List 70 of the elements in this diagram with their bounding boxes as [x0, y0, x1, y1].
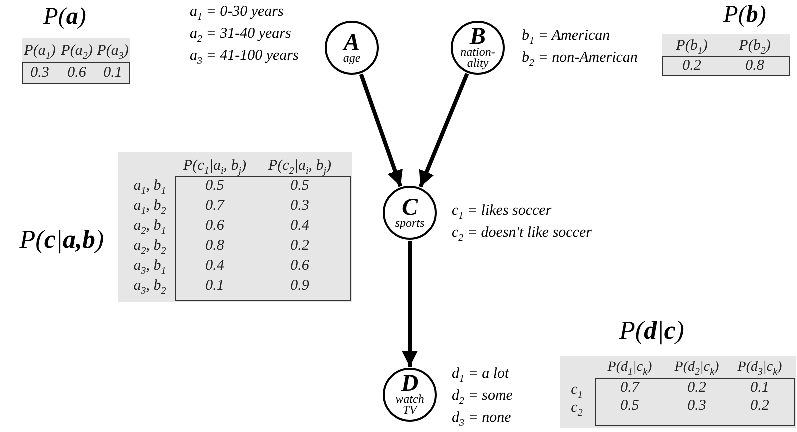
table-cell: 0.2: [682, 58, 702, 74]
table-title: P(a): [44, 4, 86, 31]
node-circle: [383, 368, 437, 422]
state-definition: d$_{1}$ = a lot: [452, 366, 510, 387]
table-cell: 0.8: [746, 58, 764, 74]
table-cell: 0.3: [30, 65, 50, 81]
node-label: age: [342, 52, 362, 64]
node-circle: [383, 186, 437, 240]
table-cell: 0.5: [206, 178, 224, 194]
table-cell-text: P(b$_{2}$): [739, 38, 771, 59]
table-cell-text: P(b$_{1}$): [676, 38, 708, 59]
table-cell: 0.3: [290, 198, 310, 214]
table-cell-text: P(a$_{3}$): [97, 43, 129, 64]
table-title: P(c|a,b): [20, 225, 104, 255]
node-letter: A: [344, 32, 360, 52]
table-cell: 0.1: [206, 278, 224, 294]
table-cell-text: P(a$_{1}$): [24, 43, 56, 64]
table-cell-text: P(d$_{3}$|c$_{k}$): [738, 360, 782, 380]
table-cell: 0.6: [290, 258, 310, 274]
table-cell: 0.2: [688, 380, 706, 396]
table-cell-text: c$_{2}$: [571, 400, 583, 421]
arrow: [359, 74, 403, 188]
table-cell: 0.7: [620, 380, 640, 396]
table-cell-text: P(d$_{1}$|c$_{k}$): [608, 360, 652, 380]
node-letter: D: [401, 374, 419, 394]
table-cell: 0.2: [290, 238, 310, 254]
state-definition: b$_{2}$ = non-American: [522, 50, 638, 71]
table-cell: 0.6: [68, 65, 86, 81]
table-cell: 0.7: [206, 198, 224, 214]
node-label: nation-ality: [460, 47, 496, 69]
table-cell: 0.4: [290, 218, 310, 234]
table-cell-text: a$_{3}$, b$_{1}$: [134, 258, 166, 279]
table-cell: 0.1: [750, 380, 770, 396]
state-definition: c$_{1}$ = likes soccer: [452, 203, 553, 224]
table-cell: 0.4: [206, 258, 224, 274]
table-cell-text: a$_{1}$, b$_{2}$: [134, 198, 166, 219]
table-cell: 0.3: [688, 398, 706, 414]
state-definition: a$_{3}$ = 41-100 years: [190, 48, 299, 69]
node-label: sports: [394, 218, 426, 228]
node-label: watch TV: [394, 394, 426, 416]
table-title: P(d|c): [620, 316, 684, 346]
node-circle: [451, 21, 505, 75]
state-definition: a$_{1}$ = 0-30 years: [190, 4, 285, 25]
table-cell-text: P(c$_{1}$|a$_{i}$, b$_{j}$): [184, 158, 246, 179]
table-cell-text: a$_{2}$, b$_{2}$: [134, 238, 166, 259]
table-cell-text: P(d$_{2}$|c$_{k}$): [674, 360, 720, 380]
state-definition: b$_{1}$ = American: [522, 28, 612, 49]
table-cell: 0.5: [620, 398, 640, 414]
table-cell-text: a$_{2}$, b$_{1}$: [134, 218, 166, 239]
state-definition: d$_{2}$ = some: [452, 388, 513, 409]
arrow: [418, 73, 470, 188]
state-definition: a$_{2}$ = 31-40 years: [190, 26, 292, 47]
table-cell-text: P(a$_{2}$): [61, 43, 93, 64]
arrow: [402, 241, 418, 367]
table-cell: 0.8: [206, 238, 224, 254]
table-cell-text: P(c$_{2}$|a$_{i}$, b$_{j}$): [268, 158, 332, 179]
state-definition: c$_{2}$ = doesn't like soccer: [452, 225, 592, 246]
state-definition: d$_{3}$ = none: [452, 410, 512, 431]
node-circle: [325, 21, 379, 75]
table-cell: 0.5: [290, 178, 310, 194]
table-cell: 0.9: [290, 278, 310, 294]
table-cell-text: a$_{3}$, b$_{2}$: [134, 278, 166, 299]
table-title: P(b): [724, 2, 766, 29]
table-cell: 0.2: [750, 398, 770, 414]
node-letter: C: [402, 198, 418, 218]
table-cell-text: a$_{1}$, b$_{1}$: [134, 178, 166, 199]
node-letter: B: [470, 27, 486, 47]
table-cell-text: c$_{1}$: [571, 382, 583, 403]
table-cell: 0.6: [206, 218, 224, 234]
table-cell: 0.1: [104, 65, 122, 81]
